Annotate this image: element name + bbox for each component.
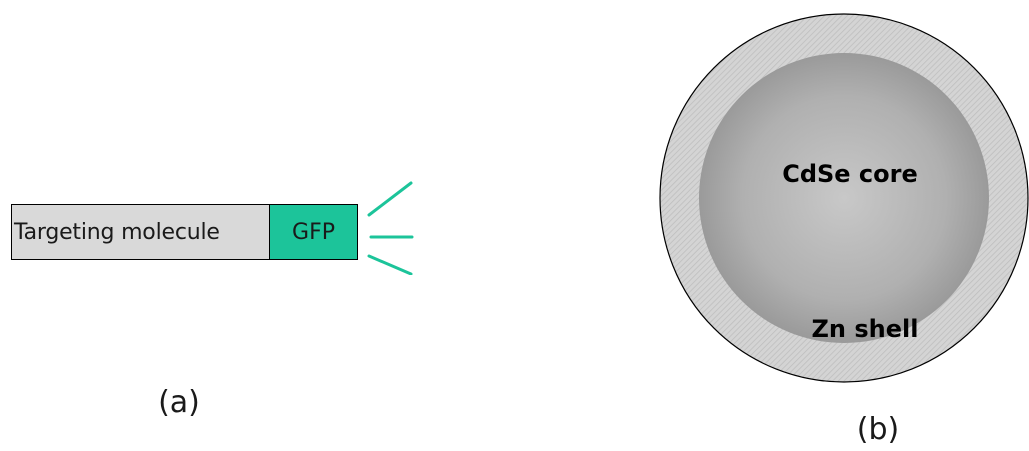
shell-label: Zn shell: [790, 315, 940, 343]
targeting-molecule-segment: Targeting molecule: [11, 204, 270, 260]
emission-ray-upper: [369, 183, 411, 215]
gfp-segment: GFP: [269, 204, 358, 260]
emission-rays: [360, 175, 420, 275]
caption-a: (a): [149, 385, 209, 420]
targeting-molecule-label: Targeting molecule: [14, 220, 220, 245]
gfp-label: GFP: [292, 220, 335, 245]
emission-ray-lower: [369, 256, 411, 274]
caption-b: (b): [843, 412, 913, 447]
core-label: CdSe core: [760, 160, 940, 188]
cdse-core: [699, 53, 989, 343]
